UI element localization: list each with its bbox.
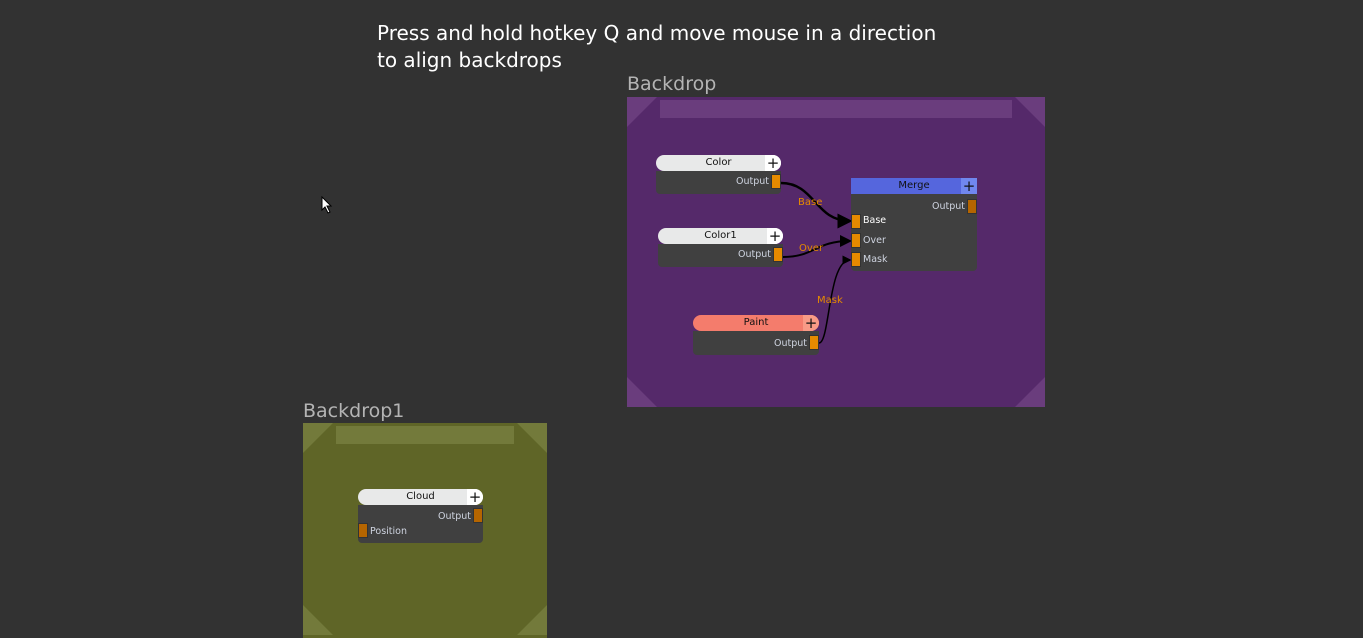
wire-mask[interactable] bbox=[818, 255, 852, 344]
resize-handle-top-left[interactable] bbox=[303, 423, 333, 453]
port-label-base: Base bbox=[863, 215, 887, 226]
add-icon[interactable]: + bbox=[767, 227, 783, 245]
node-header[interactable]: Cloud + bbox=[358, 489, 483, 505]
add-icon[interactable]: + bbox=[467, 488, 483, 506]
node-title: Cloud bbox=[406, 491, 435, 502]
node-paint[interactable]: Paint + Output bbox=[693, 315, 819, 355]
node-header[interactable]: Merge + bbox=[851, 178, 977, 194]
add-icon[interactable]: + bbox=[803, 314, 819, 332]
resize-handle-bottom-right[interactable] bbox=[517, 605, 547, 635]
node-title: Color1 bbox=[704, 230, 737, 241]
hint-line-2: to align backdrops bbox=[377, 48, 562, 72]
port-label-output: Output bbox=[438, 511, 471, 522]
output-port[interactable] bbox=[967, 199, 977, 214]
node-color[interactable]: Color + Output bbox=[656, 155, 781, 194]
node-merge[interactable]: Merge + Output Base Over Mask bbox=[851, 178, 977, 271]
resize-handle-bottom-right[interactable] bbox=[1015, 377, 1045, 407]
node-body: Output Position bbox=[358, 505, 483, 543]
backdrop-drag-bar[interactable] bbox=[660, 100, 1012, 118]
resize-handle-top-right[interactable] bbox=[1015, 97, 1045, 127]
port-label-output: Output bbox=[774, 338, 807, 349]
add-icon[interactable]: + bbox=[961, 177, 977, 195]
resize-handle-top-left[interactable] bbox=[627, 97, 657, 127]
node-color1[interactable]: Color1 + Output bbox=[658, 228, 783, 267]
wire-label-mask: Mask bbox=[817, 295, 843, 306]
node-body: Output Base Over Mask bbox=[851, 194, 977, 271]
resize-handle-bottom-left[interactable] bbox=[303, 605, 333, 635]
input-port-base[interactable] bbox=[851, 214, 861, 229]
input-port-position[interactable] bbox=[358, 523, 368, 538]
node-header[interactable]: Color1 + bbox=[658, 228, 783, 244]
mouse-cursor-icon bbox=[321, 196, 333, 214]
wire-label-over: Over bbox=[799, 243, 824, 254]
port-label-position: Position bbox=[370, 526, 407, 537]
hint-text: Press and hold hotkey Q and move mouse i… bbox=[377, 20, 936, 74]
port-label-output: Output bbox=[736, 176, 769, 187]
port-label-over: Over bbox=[863, 235, 886, 246]
add-icon[interactable]: + bbox=[765, 154, 781, 172]
backdrop1-drag-bar[interactable] bbox=[336, 426, 514, 444]
output-port[interactable] bbox=[771, 174, 781, 189]
wire-label-base: Base bbox=[798, 197, 823, 208]
node-header[interactable]: Paint + bbox=[693, 315, 819, 331]
resize-handle-bottom-left[interactable] bbox=[627, 377, 657, 407]
node-header[interactable]: Color + bbox=[656, 155, 781, 171]
backdrop1-title[interactable]: Backdrop1 bbox=[303, 400, 405, 422]
wire-over[interactable] bbox=[782, 235, 852, 258]
output-port[interactable] bbox=[773, 247, 783, 262]
port-label-output: Output bbox=[932, 201, 965, 212]
node-body: Output bbox=[656, 171, 781, 194]
wire-base[interactable] bbox=[780, 181, 853, 229]
input-port-mask[interactable] bbox=[851, 252, 861, 267]
input-port-over[interactable] bbox=[851, 233, 861, 248]
output-port[interactable] bbox=[473, 508, 483, 523]
node-title: Paint bbox=[743, 317, 769, 328]
port-label-mask: Mask bbox=[863, 254, 888, 265]
node-title: Color bbox=[705, 157, 732, 168]
node-body: Output bbox=[658, 244, 783, 267]
port-label-output: Output bbox=[738, 249, 771, 260]
node-body: Output bbox=[693, 331, 819, 355]
backdrop-title[interactable]: Backdrop bbox=[627, 73, 717, 95]
resize-handle-top-right[interactable] bbox=[517, 423, 547, 453]
node-title: Merge bbox=[898, 180, 930, 191]
output-port[interactable] bbox=[809, 335, 819, 350]
hint-line-1: Press and hold hotkey Q and move mouse i… bbox=[377, 21, 937, 45]
node-cloud[interactable]: Cloud + Output Position bbox=[358, 489, 483, 543]
